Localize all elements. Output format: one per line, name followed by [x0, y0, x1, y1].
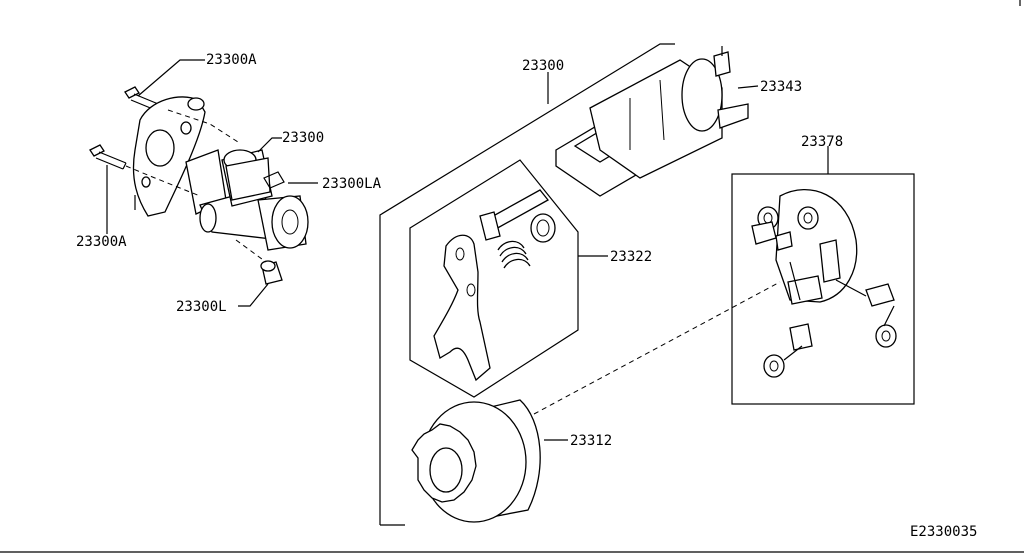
pinion-brush-dashed-guide [533, 281, 781, 415]
lever-kit-box [409, 159, 579, 398]
label-solenoid: 23343 [760, 79, 802, 95]
label-assembly: 23300 [522, 58, 564, 74]
pinion-part [411, 399, 541, 523]
starter-motor-part [185, 149, 309, 251]
leader-solenoid [737, 85, 759, 89]
label-bolt-top: 23300A [206, 52, 257, 68]
lever-kit-parts [433, 189, 556, 382]
brush-holder-parts [751, 189, 897, 378]
mounting-bracket-part [132, 96, 206, 217]
label-starter: 23300 [282, 130, 324, 146]
label-bolt-left: 23300A [76, 234, 127, 250]
assembly-bracket-line [379, 43, 675, 526]
diagram-code: E2330035 [910, 524, 977, 540]
label-lever-kit: 23322 [610, 249, 652, 265]
leader-cap [238, 283, 269, 307]
label-starter-la: 23300LA [322, 176, 382, 192]
bolt-left-part [89, 144, 127, 170]
label-cap: 23300L [176, 299, 227, 315]
brush-holder-box [731, 173, 915, 405]
left-dashed-guides [125, 109, 267, 263]
cap-part [260, 260, 283, 285]
leader-bolt-top [137, 59, 205, 97]
leader-starter [257, 137, 282, 153]
label-pinion: 23312 [570, 433, 612, 449]
label-brush-holder: 23378 [801, 134, 843, 150]
solenoid-part [555, 46, 749, 197]
